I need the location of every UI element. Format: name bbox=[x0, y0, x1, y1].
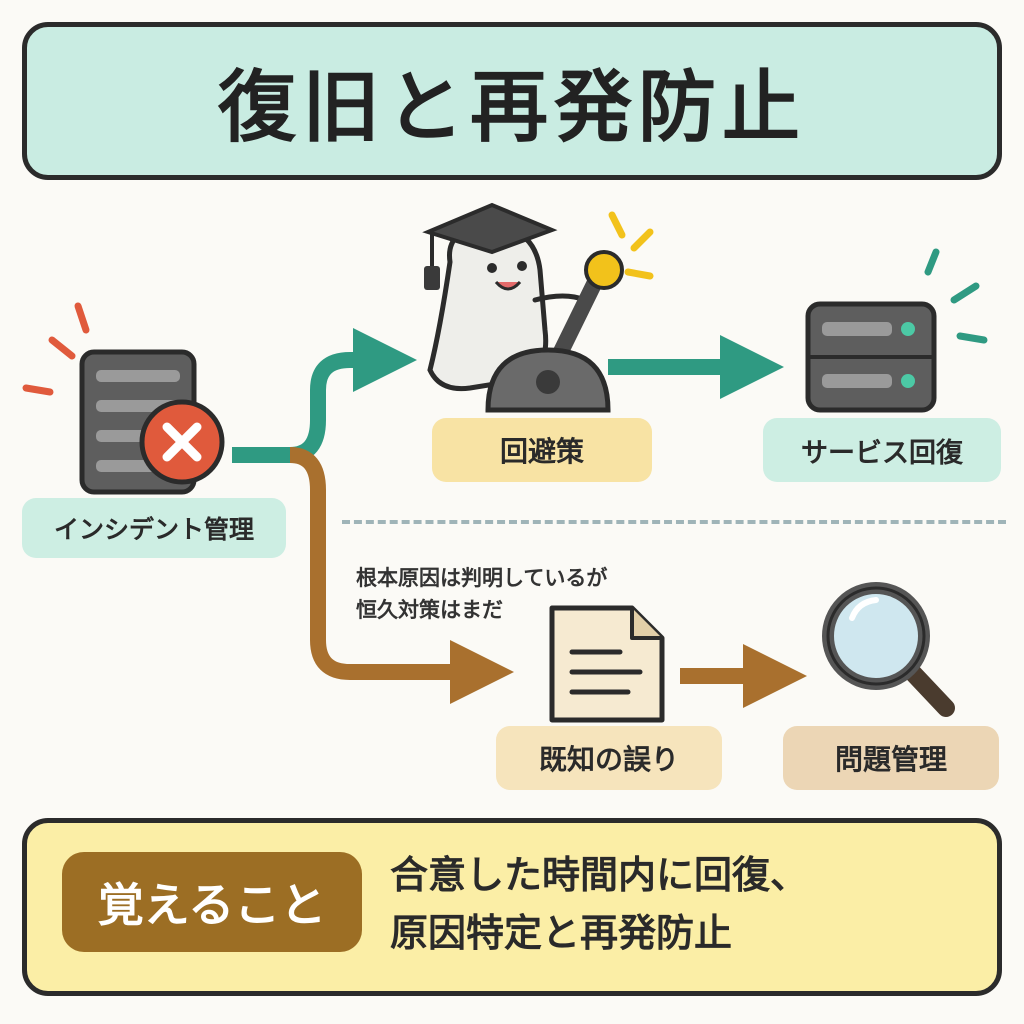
note-line-2: 恒久対策はまだ bbox=[356, 598, 503, 622]
magnifier-icon bbox=[822, 582, 955, 717]
page-title: 復旧と再発防止 bbox=[217, 63, 806, 153]
node-workaround: 回避策 bbox=[432, 418, 652, 482]
broken-server-icon bbox=[22, 302, 225, 495]
arrow-incident-to-known-error bbox=[289, 447, 514, 704]
summary-line-1: 合意した時間内に回復、 bbox=[390, 853, 809, 897]
summary-line-2: 原因特定と再発防止 bbox=[390, 911, 733, 955]
remember-badge: 覚えること bbox=[62, 852, 362, 952]
node-problem-management: 問題管理 bbox=[783, 726, 999, 790]
lever-icon bbox=[485, 211, 654, 413]
node-known-error: 既知の誤り bbox=[496, 726, 722, 790]
known-error-note: 根本原因は判明しているが 恒久対策はまだ bbox=[356, 562, 716, 626]
arrow-incident-to-workaround bbox=[232, 328, 417, 463]
title-banner: 復旧と再発防止 bbox=[22, 22, 1002, 180]
document-icon bbox=[549, 605, 665, 723]
node-service-restore: サービス回復 bbox=[763, 418, 1001, 482]
summary-text: 合意した時間内に回復、 原因特定と再発防止 bbox=[390, 846, 990, 962]
ghost-mascot-icon bbox=[422, 202, 588, 392]
healthy-server-icon bbox=[805, 248, 988, 413]
node-incident-management: インシデント管理 bbox=[22, 498, 286, 558]
note-line-1: 根本原因は判明しているが bbox=[356, 566, 608, 590]
separator-dashed-line bbox=[342, 520, 1006, 524]
